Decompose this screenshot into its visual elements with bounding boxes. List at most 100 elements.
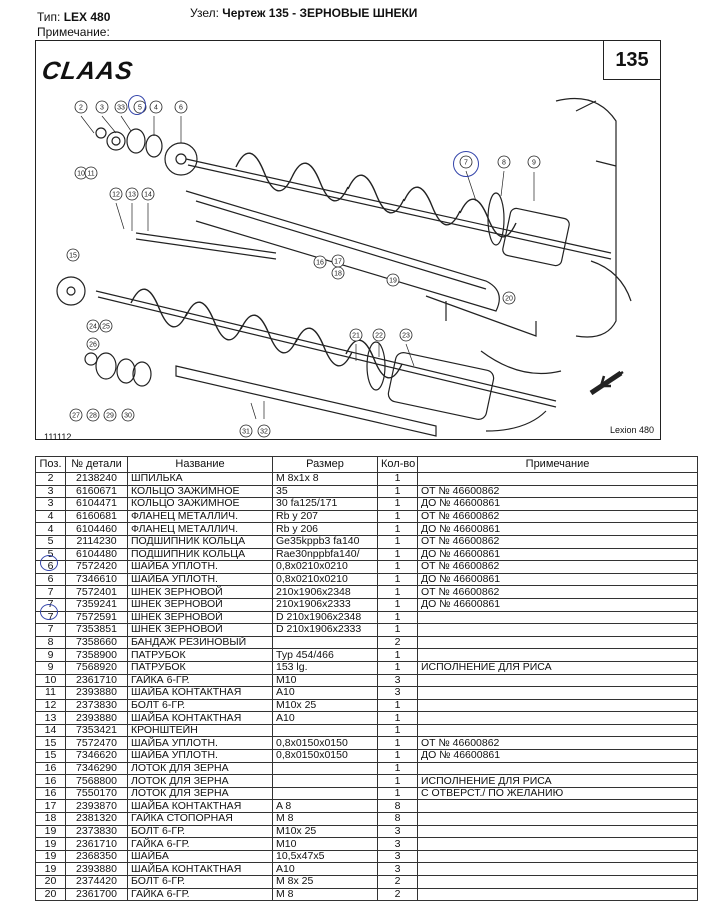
cell-pos: 13 [35, 711, 66, 725]
cell-size: A10 [272, 686, 378, 700]
svg-text:32: 32 [260, 429, 268, 436]
cell-name: ШНЕК ЗЕРНОВОЙ [127, 623, 273, 637]
col-header-qty: Кол-во [377, 456, 418, 473]
cell-pos: 19 [35, 849, 66, 864]
callout-11: 11 [84, 166, 98, 180]
callout-29: 29 [103, 408, 117, 422]
cell-note [417, 610, 698, 625]
callout-32: 32 [257, 424, 271, 438]
cell-qty: 1 [377, 534, 418, 549]
cell-size: 0,8x0210x0210 [272, 572, 378, 587]
cell-size [272, 635, 378, 650]
unit-label: Узел: [190, 6, 219, 20]
svg-text:11: 11 [87, 171, 94, 178]
cell-pos: 5 [35, 534, 66, 549]
callout-4: 4 [149, 100, 163, 114]
cell-note [417, 875, 698, 889]
hand-mark-5 [128, 95, 146, 115]
callout-17: 17 [331, 254, 345, 268]
cell-part-no: 6104471 [65, 497, 128, 511]
cell-note: ДО № 46600861 [417, 597, 698, 612]
cell-size: 210x1906x2333 [272, 597, 378, 612]
cell-part-no: 2368350 [65, 849, 128, 864]
cell-pos: 15 [35, 749, 66, 763]
cell-size: Typ 454/466 [272, 648, 378, 662]
cell-size: M 8x 25 [272, 875, 378, 889]
cell-name: БАНДАЖ РЕЗИНОВЫЙ [127, 635, 273, 650]
cell-name: ГАЙКА 6-ГР. [127, 837, 273, 851]
cell-name: БОЛТ 6-ГР. [127, 824, 273, 839]
cell-note: С ОТВЕРСТ./ ПО ЖЕЛАНИЮ [417, 786, 698, 801]
cell-name: КОЛЬЦО ЗАЖИМНОЕ [127, 484, 273, 499]
cell-pos: 3 [35, 484, 66, 499]
callout-15: 15 [66, 248, 80, 262]
cell-name: ШАЙБА КОНТАКТНАЯ [127, 686, 273, 700]
callout-3: 3 [95, 100, 109, 114]
cell-part-no: 2393870 [65, 799, 128, 814]
cell-name: БОЛТ 6-ГР. [127, 698, 273, 713]
cell-pos: 19 [35, 837, 66, 851]
cell-pos: 2 [35, 472, 66, 486]
svg-text:2: 2 [79, 105, 83, 112]
cell-part-no: 2393880 [65, 711, 128, 725]
callout-25: 25 [99, 319, 113, 333]
cell-name: ШАЙБА УПЛОТН. [127, 749, 273, 763]
cell-note [417, 472, 698, 486]
cell-qty: 1 [377, 711, 418, 725]
cell-note [417, 686, 698, 700]
cell-size: M10 [272, 673, 378, 688]
cell-size: 0,8x0150x0150 [272, 749, 378, 763]
cell-qty: 2 [377, 875, 418, 889]
svg-text:4: 4 [154, 105, 158, 112]
model-label: Lexion 480 [609, 425, 654, 435]
cell-part-no: 7358900 [65, 648, 128, 662]
cell-qty: 1 [377, 723, 418, 738]
cell-size: D 210x1906x2348 [272, 610, 378, 625]
cell-name: ШАЙБА УПЛОТН. [127, 736, 273, 751]
cell-part-no: 2361700 [65, 887, 128, 902]
callout-12: 12 [109, 187, 123, 201]
cell-qty: 1 [377, 597, 418, 612]
cell-pos: 6 [35, 572, 66, 587]
hand-mark-7 [453, 151, 479, 177]
cell-pos: 16 [35, 761, 66, 776]
cell-name: БОЛТ 6-ГР. [127, 875, 273, 889]
cell-qty: 3 [377, 686, 418, 700]
cell-qty: 1 [377, 560, 418, 574]
callout-22: 22 [372, 328, 386, 342]
cell-size: A10 [272, 711, 378, 725]
svg-text:25: 25 [102, 324, 110, 331]
svg-text:22: 22 [375, 333, 383, 340]
cell-size: Rb y 206 [272, 522, 378, 536]
cell-qty: 1 [377, 698, 418, 713]
svg-text:20: 20 [505, 296, 513, 303]
type-label: Тип: [37, 10, 61, 24]
cell-size [272, 761, 378, 776]
svg-text:8: 8 [502, 160, 506, 167]
svg-text:6: 6 [179, 105, 183, 112]
cell-name: ЛОТОК ДЛЯ ЗЕРНА [127, 761, 273, 776]
svg-text:17: 17 [334, 259, 342, 266]
cell-pos: 20 [35, 875, 66, 889]
cell-qty: 1 [377, 786, 418, 801]
cell-pos: 9 [35, 660, 66, 675]
cell-name: ФЛАНЕЦ МЕТАЛЛИЧ. [127, 522, 273, 536]
cell-qty: 1 [377, 484, 418, 499]
parts-table: Поз. № детали Название Размер Кол-во При… [35, 456, 698, 902]
cell-name: КОЛЬЦО ЗАЖИМНОЕ [127, 497, 273, 511]
cell-name: ЛОТОК ДЛЯ ЗЕРНА [127, 774, 273, 788]
cell-pos: 4 [35, 509, 66, 524]
cell-note [417, 862, 698, 876]
cell-qty: 8 [377, 812, 418, 826]
svg-text:18: 18 [334, 271, 342, 278]
cell-name: ГАЙКА СТОПОРНАЯ [127, 812, 273, 826]
upper-auger-flights [235, 152, 517, 238]
cell-size: 0,8x0210x0210 [272, 560, 378, 574]
